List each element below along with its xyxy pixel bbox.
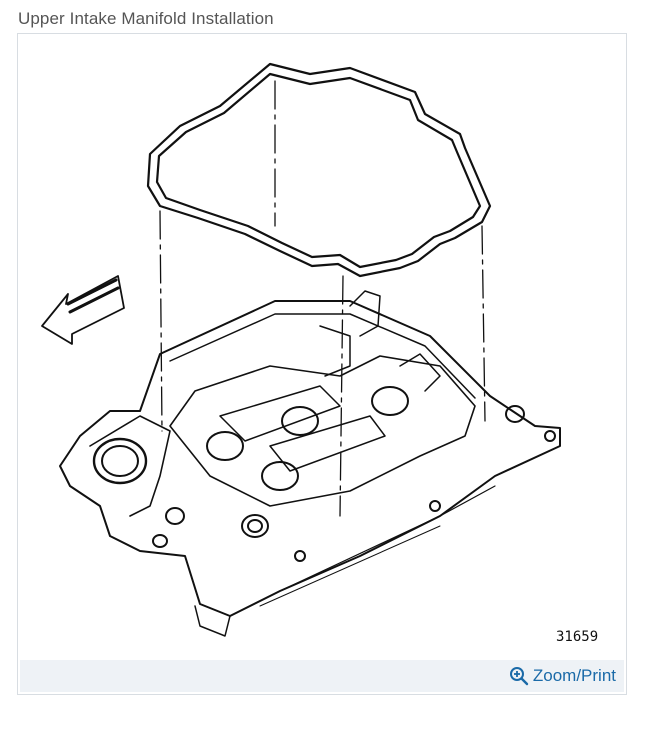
lower-manifold (59, 290, 561, 637)
page-title: Upper Intake Manifold Installation (18, 9, 274, 28)
alignment-lines (159, 80, 486, 517)
figure-footer: Zoom/Print (20, 660, 624, 692)
intake-manifold-diagram (41, 62, 561, 637)
manifold-gasket (146, 62, 492, 278)
figure-reference-number: 31659 (556, 629, 599, 645)
zoom-print-label: Zoom/Print (532, 666, 616, 685)
front-direction-arrow (41, 275, 125, 345)
zoom-in-icon (509, 667, 529, 686)
zoom-print-link[interactable]: Zoom/Print (509, 663, 616, 689)
figure-panel: 31659 Zoom/Print (17, 33, 627, 695)
